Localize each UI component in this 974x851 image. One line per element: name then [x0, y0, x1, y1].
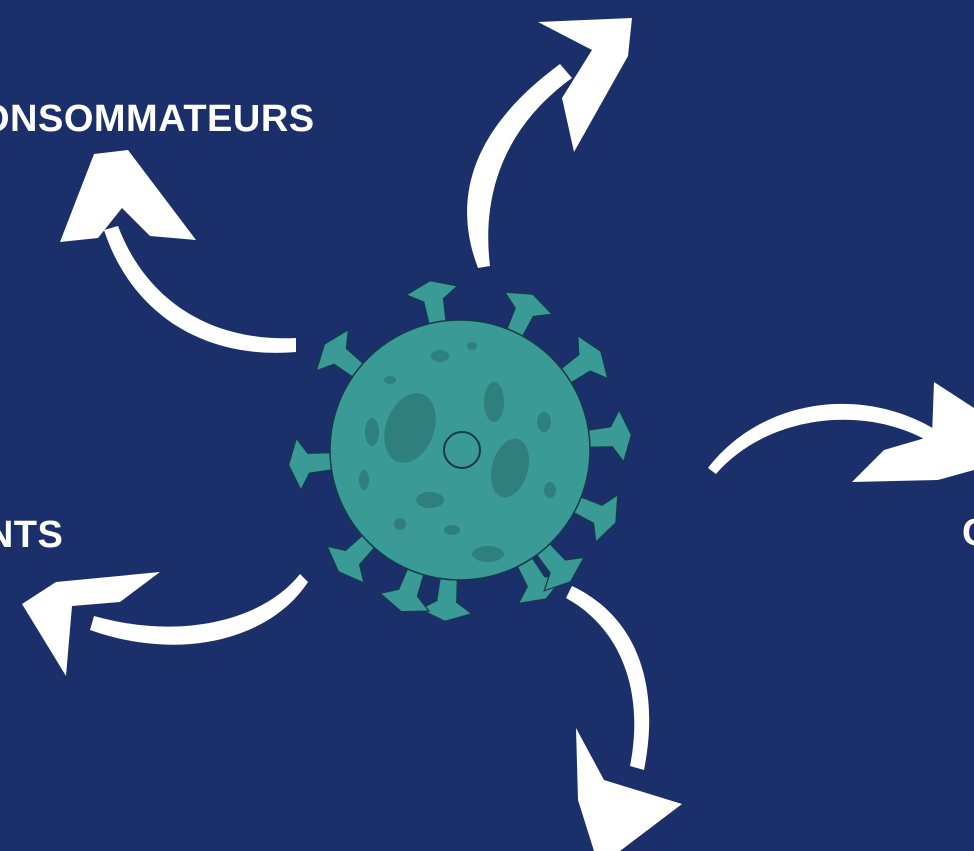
arrows — [22, 18, 974, 851]
arrow-bottom-icon — [566, 586, 682, 851]
arrow-right-icon — [708, 382, 974, 482]
arrow-top-icon — [467, 18, 632, 268]
virus-spots — [359, 342, 556, 562]
arrow-upper-left-icon — [60, 150, 296, 353]
virus-core — [443, 431, 481, 469]
label-consommateurs: ONSOMMATEURS — [0, 98, 315, 140]
virus-body — [329, 319, 591, 581]
virus-spikes — [288, 279, 632, 622]
label-right-cut: C — [962, 514, 974, 552]
virus-icon — [288, 279, 632, 622]
arrow-lower-left-icon — [22, 572, 308, 676]
label-ents: ENTS — [0, 514, 64, 556]
